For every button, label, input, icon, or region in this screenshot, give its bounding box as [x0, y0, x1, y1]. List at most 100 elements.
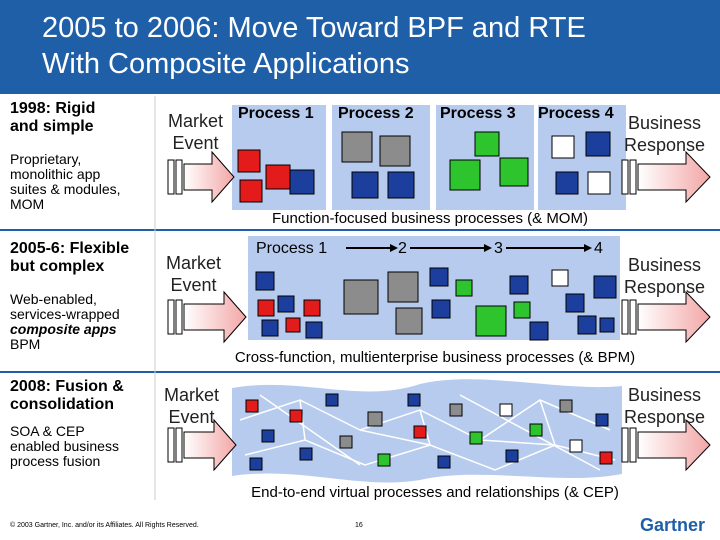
response-line1: Business — [628, 255, 702, 275]
cube — [277, 295, 295, 313]
section-1-label: 1998: Rigid and simple — [10, 100, 95, 136]
process-1-label: Process 1 — [256, 240, 328, 257]
title-banner: 2005 to 2006: Move Toward BPF and RTE Wi… — [0, 0, 720, 94]
cube — [261, 429, 275, 443]
section-2-caption: Cross-function, multienterprise business… — [234, 349, 636, 366]
response-line1: Business — [628, 113, 702, 133]
market-line1: Market — [164, 385, 220, 405]
business-response-label: Business Response — [624, 384, 705, 428]
cube — [249, 457, 263, 471]
cube — [377, 453, 391, 467]
response-line2: Response — [624, 277, 706, 297]
desc-line: Proprietary, — [10, 151, 82, 167]
cube — [325, 393, 339, 407]
desc-line: suites & modules, — [10, 181, 121, 197]
cube — [255, 271, 275, 291]
section-2-description: Web-enabled, services-wrapped composite … — [10, 292, 120, 352]
cube — [289, 409, 303, 423]
cube — [587, 171, 611, 195]
page-number: 16 — [355, 522, 363, 529]
network-lines — [239, 394, 616, 471]
fusion-cloud — [232, 379, 622, 483]
cube — [237, 149, 261, 173]
title-line-1: 2005 to 2006: Move Toward BPF and RTE — [42, 12, 586, 44]
cube — [551, 269, 569, 287]
cube — [569, 439, 583, 453]
title-line-2: With Composite Applications — [42, 48, 410, 80]
market-line2: Event — [172, 133, 219, 153]
section-3-label-line1: 2008: Fusion & — [10, 378, 124, 395]
cube — [513, 301, 531, 319]
cube — [387, 271, 419, 303]
desc-line: SOA & CEP — [10, 423, 85, 439]
cube — [303, 299, 321, 317]
market-line1: Market — [166, 253, 222, 273]
process-3-label: 3 — [494, 240, 503, 257]
section-2-label: 2005-6: Flexible but complex — [10, 240, 129, 276]
business-response-label: Business Response — [624, 112, 705, 156]
process-3-label: Process 3 — [440, 105, 516, 122]
cube — [585, 131, 611, 157]
cube — [285, 317, 301, 333]
cube — [239, 179, 263, 203]
cube — [299, 447, 313, 461]
process-4-label: Process 4 — [538, 105, 614, 122]
cube — [265, 164, 291, 190]
desc-line: enabled business — [10, 438, 119, 454]
cube — [529, 321, 549, 341]
cube — [449, 403, 463, 417]
process-1-label: Process 1 — [238, 105, 314, 122]
cube — [289, 169, 315, 195]
cube — [551, 135, 575, 159]
desc-line: Web-enabled, — [10, 291, 97, 307]
cube — [499, 157, 529, 187]
cube — [339, 435, 353, 449]
market-event-label: Market Event — [166, 252, 221, 296]
response-line2: Response — [624, 135, 706, 155]
cube — [437, 455, 451, 469]
business-response-arrow — [621, 290, 711, 344]
cube — [475, 305, 507, 337]
cube — [469, 431, 483, 445]
cube — [565, 293, 585, 313]
cube — [413, 425, 427, 439]
cube — [395, 307, 423, 335]
section-3-label-line2: consolidation — [10, 396, 114, 413]
footer-copyright: © 2003 Gartner, Inc. and/or its Affiliat… — [10, 522, 199, 529]
process-4-label: 4 — [594, 240, 603, 257]
section-3-description: SOA & CEP enabled business process fusio… — [10, 424, 119, 469]
cube — [407, 393, 421, 407]
cube — [499, 403, 513, 417]
slide-title: 2005 to 2006: Move Toward BPF and RTE Wi… — [42, 10, 702, 82]
cube — [505, 449, 519, 463]
cube — [341, 131, 373, 163]
section-2-label-line2: but complex — [10, 258, 105, 275]
market-event-label: Market Event — [168, 110, 223, 154]
cube — [429, 267, 449, 287]
cube — [529, 423, 543, 437]
cube — [599, 317, 615, 333]
cube — [379, 135, 411, 167]
process-2-label: 2 — [398, 240, 407, 257]
cube — [257, 299, 275, 317]
market-line2: Event — [168, 407, 215, 427]
market-event-label: Market Event — [164, 384, 219, 428]
section-1-caption: Function-focused business processes (& M… — [272, 210, 588, 227]
cube — [387, 171, 415, 199]
cube — [595, 413, 609, 427]
gartner-logo: Gartner — [640, 515, 706, 535]
cube — [509, 275, 529, 295]
market-event-arrow — [167, 418, 237, 472]
market-line1: Market — [168, 111, 224, 131]
cube — [351, 171, 379, 199]
desc-line: BPM — [10, 336, 41, 352]
cube — [261, 319, 279, 337]
cube — [367, 411, 383, 427]
cube — [555, 171, 579, 195]
cube — [559, 399, 573, 413]
business-response-arrow — [621, 150, 711, 204]
market-line2: Event — [170, 275, 217, 295]
desc-line: services-wrapped — [10, 306, 120, 322]
market-event-arrow — [167, 150, 235, 204]
